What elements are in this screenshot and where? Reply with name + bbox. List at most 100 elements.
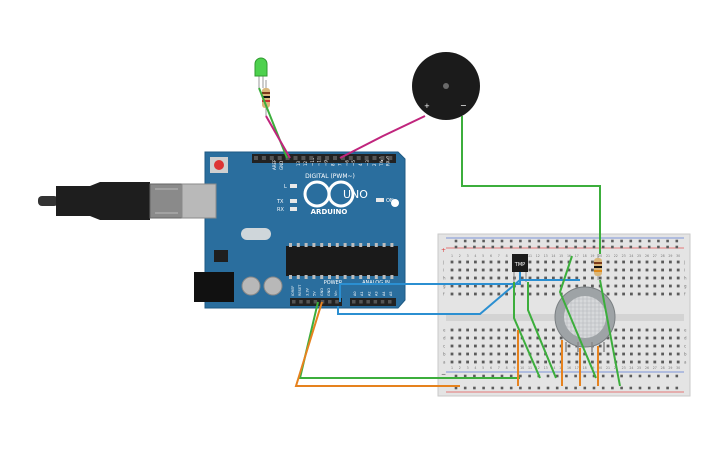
breadboard-hole[interactable] (614, 344, 618, 348)
breadboard-hole[interactable] (630, 260, 633, 264)
rail-hole[interactable] (519, 374, 522, 378)
breadboard-hole[interactable] (669, 352, 672, 356)
rail-hole[interactable] (620, 239, 623, 243)
breadboard-hole[interactable] (474, 260, 477, 264)
breadboard-hole[interactable] (458, 352, 462, 356)
breadboard-hole[interactable] (661, 352, 664, 356)
rail-hole[interactable] (647, 239, 651, 243)
header-pin[interactable] (364, 156, 369, 160)
rail-hole[interactable] (675, 386, 679, 390)
breadboard-hole[interactable] (536, 360, 540, 364)
breadboard-hole[interactable] (536, 276, 540, 280)
header-pin[interactable] (293, 156, 298, 160)
rail-hole[interactable] (482, 374, 485, 378)
breadboard-hole[interactable] (497, 328, 501, 332)
breadboard-hole[interactable] (552, 260, 555, 264)
breadboard-hole[interactable] (552, 328, 555, 332)
breadboard-hole[interactable] (497, 260, 501, 264)
breadboard-hole[interactable] (622, 292, 625, 296)
rail-hole[interactable] (509, 239, 513, 243)
breadboard-hole[interactable] (489, 328, 493, 332)
breadboard-hole[interactable] (474, 352, 477, 356)
breadboard-hole[interactable] (536, 336, 540, 340)
breadboard-hole[interactable] (661, 292, 664, 296)
breadboard-hole[interactable] (637, 328, 641, 332)
breadboard-hole[interactable] (645, 292, 649, 296)
breadboard-hole[interactable] (505, 292, 508, 296)
breadboard-hole[interactable] (669, 292, 672, 296)
breadboard-hole[interactable] (591, 352, 594, 356)
wire-green-5[interactable] (527, 282, 557, 379)
breadboard-hole[interactable] (513, 344, 516, 348)
breadboard-hole[interactable] (520, 276, 524, 280)
breadboard-hole[interactable] (466, 344, 469, 348)
rail-hole[interactable] (473, 374, 476, 378)
breadboard-hole[interactable] (544, 284, 547, 288)
wire-led-green[interactable] (258, 87, 288, 159)
rail-hole[interactable] (500, 245, 504, 249)
rail-hole[interactable] (463, 374, 467, 378)
breadboard-hole[interactable] (544, 260, 547, 264)
rail-hole[interactable] (611, 245, 614, 249)
reset-button[interactable] (214, 160, 224, 170)
header-pin[interactable] (285, 156, 290, 160)
header-pin[interactable] (301, 156, 306, 160)
breadboard-hole[interactable] (645, 344, 649, 348)
breadboard-hole[interactable] (622, 328, 625, 332)
rail-hole[interactable] (519, 245, 522, 249)
breadboard-hole[interactable] (645, 260, 649, 264)
breadboard-hole[interactable] (637, 360, 641, 364)
breadboard-hole[interactable] (645, 360, 649, 364)
rail-hole[interactable] (491, 386, 495, 390)
rail-hole[interactable] (583, 374, 587, 378)
rail-hole[interactable] (528, 386, 531, 390)
breadboard-hole[interactable] (614, 328, 618, 332)
breadboard-hole[interactable] (474, 336, 477, 340)
rail-hole[interactable] (519, 239, 522, 243)
rail-hole[interactable] (546, 245, 550, 249)
rail-hole[interactable] (473, 386, 476, 390)
breadboard-hole[interactable] (583, 276, 586, 280)
breadboard-hole[interactable] (505, 336, 508, 340)
breadboard-hole[interactable] (520, 360, 524, 364)
breadboard-hole[interactable] (653, 328, 657, 332)
breadboard-hole[interactable] (669, 328, 672, 332)
breadboard-hole[interactable] (497, 352, 501, 356)
breadboard-hole[interactable] (645, 336, 649, 340)
breadboard-hole[interactable] (474, 360, 477, 364)
breadboard-hole[interactable] (661, 276, 664, 280)
breadboard-hole[interactable] (544, 336, 547, 340)
breadboard-hole[interactable] (552, 336, 555, 340)
header-pin[interactable] (328, 300, 332, 304)
breadboard-hole[interactable] (544, 292, 547, 296)
breadboard-hole[interactable] (630, 292, 633, 296)
rail-hole[interactable] (546, 386, 550, 390)
rail-hole[interactable] (519, 386, 522, 390)
breadboard-hole[interactable] (669, 344, 672, 348)
piezo-buzzer[interactable]: + − (412, 52, 480, 120)
breadboard-hole[interactable] (653, 276, 657, 280)
breadboard-hole[interactable] (676, 284, 680, 288)
breadboard-hole[interactable] (520, 352, 524, 356)
rail-hole[interactable] (565, 245, 568, 249)
breadboard-hole[interactable] (474, 292, 477, 296)
breadboard-hole[interactable] (466, 328, 469, 332)
breadboard-hole[interactable] (676, 292, 680, 296)
breadboard-hole[interactable] (458, 260, 462, 264)
breadboard-hole[interactable] (458, 284, 462, 288)
breadboard-hole[interactable] (637, 336, 641, 340)
breadboard-hole[interactable] (606, 284, 610, 288)
rail-hole[interactable] (482, 245, 485, 249)
breadboard-hole[interactable] (559, 268, 563, 272)
rail-hole[interactable] (629, 386, 633, 390)
breadboard-hole[interactable] (513, 336, 516, 340)
header-pin[interactable] (366, 300, 370, 304)
breadboard-hole[interactable] (622, 268, 625, 272)
breadboard-hole[interactable] (676, 352, 680, 356)
breadboard-hole[interactable] (544, 344, 547, 348)
breadboard-hole[interactable] (637, 276, 641, 280)
rail-hole[interactable] (509, 374, 513, 378)
breadboard-hole[interactable] (630, 360, 633, 364)
breadboard-hole[interactable] (489, 352, 493, 356)
rail-hole[interactable] (657, 239, 660, 243)
